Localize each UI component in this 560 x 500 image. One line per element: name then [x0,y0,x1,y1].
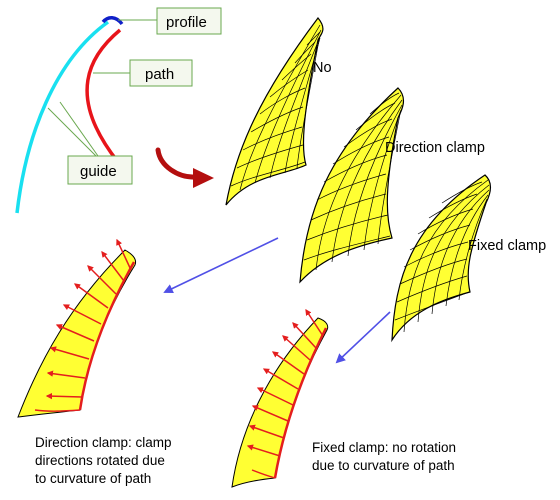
path-callout-text: path [145,66,174,83]
path-callout: path [129,59,193,87]
direction-clamp-strip [17,238,137,418]
profile-curve [101,16,124,26]
caption-direction-clamp: Direction clamp: clamp directions rotate… [35,435,175,486]
caption-right-line-2: due to curvature of path [312,458,455,473]
guide-callout-text: guide [80,163,117,180]
surface-direction-clamp: Direction clamp [299,87,485,284]
caption-left-line-3: to curvature of path [35,471,151,486]
blue-arrow-right [335,311,391,364]
caption-left-line-1: Direction clamp: clamp [35,435,172,450]
guide-callout: guide [67,155,133,185]
blue-arrow-left [163,237,279,294]
path-curve [85,28,122,164]
input-curves: profile path guide [15,7,222,214]
direction-arrows [45,238,132,400]
surface-fixed-clamp: Fixed clamp [391,174,546,343]
surface-fixed-label: Fixed clamp [468,238,546,254]
caption-left-line-2: directions rotated due [35,453,165,468]
curved-arrow [155,147,214,188]
guide-leader-2 [59,101,99,157]
guide-curve [15,20,110,214]
guide-leader-1 [47,107,97,157]
fixed-clamp-strip [231,308,329,488]
profile-callout-text: profile [166,14,207,31]
fixed-arrows [246,308,324,457]
surface-no: No [225,17,332,206]
caption-right-line-1: Fixed clamp: no rotation [312,440,456,455]
surface-no-label: No [313,60,332,76]
surface-direction-label: Direction clamp [385,140,485,156]
profile-callout: profile [156,7,222,35]
caption-fixed-clamp: Fixed clamp: no rotation due to curvatur… [312,440,460,473]
